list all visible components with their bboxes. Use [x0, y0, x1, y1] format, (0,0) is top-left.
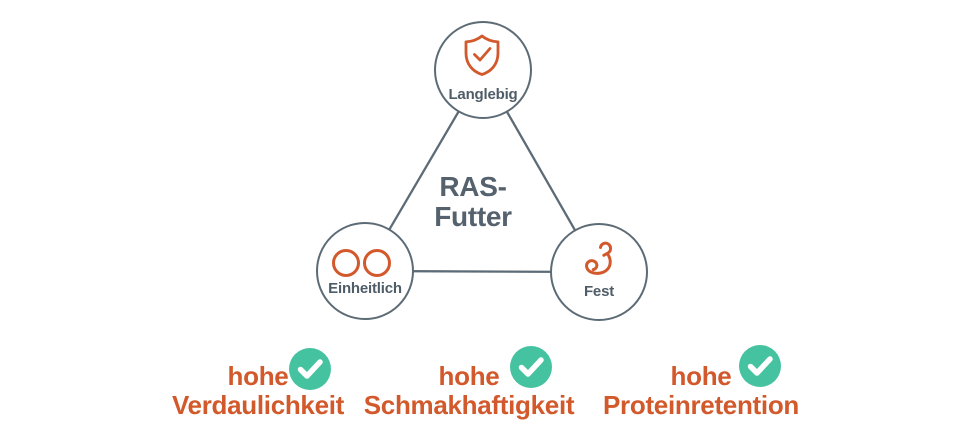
node-label-fest: Fest — [583, 283, 615, 300]
node-einheitlich: Einheitlich — [316, 222, 414, 320]
benefit-proteinretention: hohe Proteinretention — [541, 345, 861, 425]
benefit-prefix: hohe — [438, 361, 500, 391]
muscle-arm-icon — [585, 241, 613, 275]
node-label-einheitlich: Einheitlich — [328, 280, 402, 297]
benefit-label: Proteinretention — [603, 390, 799, 420]
benefit-label: Verdaulichkeit — [171, 390, 345, 420]
node-fest: Fest — [550, 223, 648, 321]
check-badge-icon — [510, 346, 552, 388]
benefit-verdaulichkeit: hohe Verdaulichkeit — [98, 345, 418, 425]
center-title-line2: Futter — [434, 201, 512, 232]
benefit-label: Schmakhaftigkeit — [363, 390, 575, 420]
check-badge-icon — [289, 348, 331, 390]
check-badge-icon — [739, 345, 781, 387]
benefit-prefix: hohe — [227, 361, 289, 391]
node-langlebig: Langlebig — [434, 21, 532, 119]
benefit-prefix: hohe — [670, 361, 732, 391]
center-title: RAS- Futter — [373, 172, 573, 232]
node-label-langlebig: Langlebig — [448, 86, 518, 103]
two-circles-icon — [332, 249, 391, 277]
center-title-line1: RAS- — [439, 171, 507, 202]
benefit-schmakhaftigkeit: hohe Schmakhaftigkeit — [309, 345, 629, 425]
shield-check-icon — [464, 34, 500, 76]
